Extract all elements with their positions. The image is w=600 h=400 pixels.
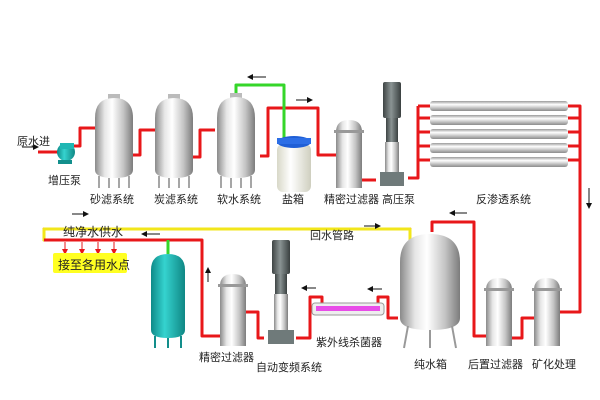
label-high-pressure-pump: 高压泵 <box>382 193 415 206</box>
booster-pump <box>57 143 75 164</box>
label-precision-filter-1: 精密过滤器 <box>324 193 379 206</box>
pipes <box>38 83 582 340</box>
pipe-post-to-tank <box>430 220 488 338</box>
ro-membrane-4 <box>430 143 568 153</box>
pipe-pump-to-sand <box>74 126 95 148</box>
pipe-sand-to-carbon <box>133 128 155 157</box>
label-carbon-filter: 炭滤系统 <box>154 193 198 206</box>
label-mineralization: 矿化处理 <box>532 358 576 371</box>
label-raw-water-in: 原水进 <box>17 135 50 148</box>
label-salt-tank: 盐箱 <box>282 193 304 206</box>
pure-water-tank <box>400 234 460 349</box>
ro-membrane-5 <box>430 157 568 167</box>
precision-filter-1 <box>334 120 364 188</box>
softener-tank <box>217 93 255 188</box>
pipe-tank-to-uv <box>376 295 398 320</box>
label-reverse-osmosis: 反渗透系统 <box>476 193 531 206</box>
pipe-carbon-to-softener <box>193 128 215 159</box>
mineralization-unit <box>532 278 562 346</box>
label-booster-pump: 增压泵 <box>48 174 81 187</box>
label-uv-sterilizer: 紫外线杀菌器 <box>316 336 382 349</box>
label-pure-water-supply: 纯净水供水 <box>63 225 124 239</box>
label-auto-vfd-system: 自动变频系统 <box>256 361 322 374</box>
label-post-filter: 后置过滤器 <box>468 358 523 371</box>
pipe-vfd-to-precision2 <box>244 310 264 340</box>
use-points-box: 接至各用水点 <box>53 253 131 273</box>
pipe-hp-to-ro <box>408 104 430 180</box>
label-to-use-points: 接至各用水点 <box>58 258 131 272</box>
uv-sterilizer <box>311 302 385 316</box>
pipe-softener-to-precision <box>260 106 336 158</box>
label-sand-filter: 砂滤系统 <box>90 193 134 206</box>
sand-filter-tank <box>95 94 133 188</box>
use-point-arrows <box>62 242 117 255</box>
ro-membranes <box>430 101 568 167</box>
carbon-filter-tank <box>155 94 193 188</box>
pressure-tank <box>151 254 185 348</box>
precision-filter-2 <box>218 274 248 346</box>
pipe-brine <box>234 83 286 138</box>
pipe-ro-outlet <box>552 104 582 314</box>
label-softener: 软水系统 <box>217 193 261 206</box>
label-pure-water-tank: 纯水箱 <box>414 358 447 371</box>
label-return-pipeline: 回水管路 <box>310 229 354 242</box>
ro-membrane-1 <box>430 101 568 111</box>
ro-membrane-2 <box>430 115 568 125</box>
salt-tank <box>277 136 311 192</box>
vfd-pump-system <box>268 240 294 344</box>
high-pressure-pump <box>380 82 404 186</box>
pipe-uv-to-vfd <box>296 295 324 340</box>
ro-membrane-3 <box>430 129 568 139</box>
label-precision-filter-2: 精密过滤器 <box>199 351 254 364</box>
pipe-mineral-to-post <box>512 316 534 340</box>
post-filter <box>484 278 514 346</box>
